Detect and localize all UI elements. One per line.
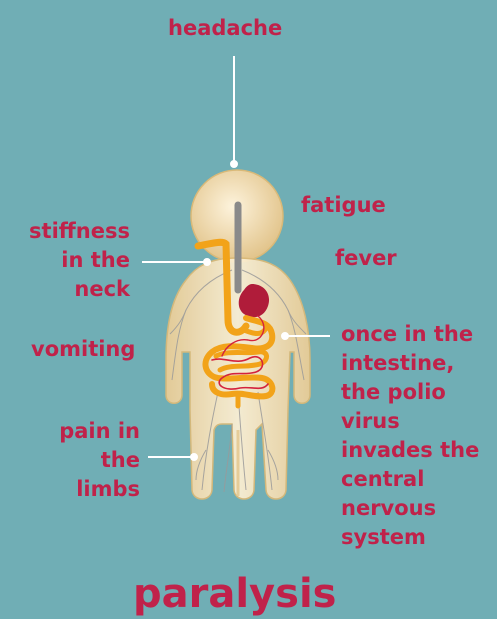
label-headache: headache [168, 14, 282, 43]
label-intestine-virus: once in the intestine, the polio virus i… [341, 320, 479, 552]
label-vomiting: vomiting [31, 335, 135, 364]
label-pain-in-the-limbs: pain in the limbs [20, 417, 140, 504]
label-paralysis: paralysis [133, 569, 336, 619]
label-fever: fever [335, 244, 397, 273]
label-fatigue: fatigue [301, 191, 386, 220]
label-stiffness-in-the-neck: stiffness in the neck [10, 217, 130, 304]
